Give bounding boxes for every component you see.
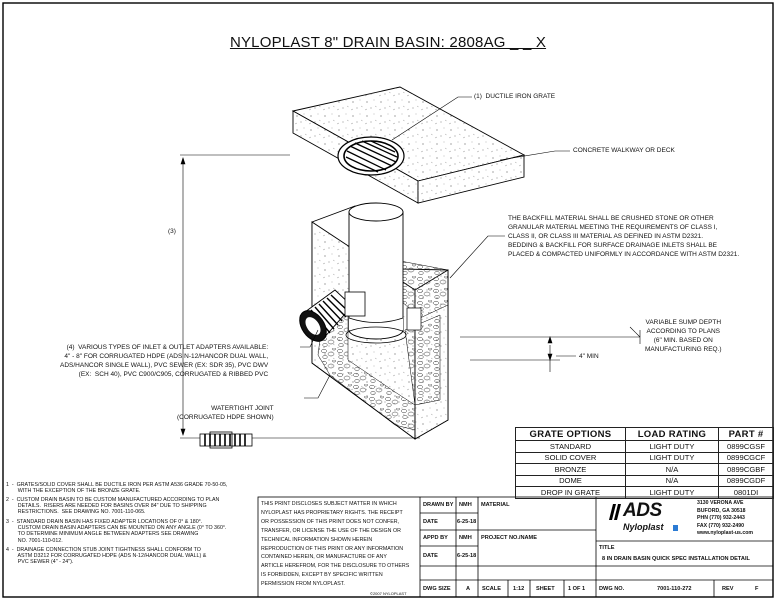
ads-wordmark: ADS [623, 500, 662, 521]
cell-part: 0899CGBF [718, 463, 774, 476]
project-label: PROJECT NO./NAME [481, 535, 537, 541]
rev-label: REV [722, 586, 734, 592]
drawn-by-value: NMH [459, 502, 472, 508]
title-value: 8 IN DRAIN BASIN QUICK SPEC INSTALLATION… [602, 556, 750, 562]
callout-concrete: CONCRETE WALKWAY OR DECK [573, 147, 675, 154]
table-row: BRONZE N/A 0899CGBF [515, 463, 774, 476]
appd-by-value: NMH [459, 535, 472, 541]
ads-logo-icon [609, 504, 621, 520]
cell-option: DROP IN GRATE [515, 486, 626, 499]
appd-by-label: APPD BY [423, 535, 448, 541]
cell-load: N/A [624, 463, 720, 476]
date-label-1: DATE [423, 519, 438, 525]
cell-load: LIGHT DUTY [624, 486, 720, 499]
dwg-size-label: DWG SIZE [423, 586, 451, 592]
drawing-title-text: NYLOPLAST 8" DRAIN BASIN: 2808AG _ _ X [229, 34, 547, 51]
cell-load: LIGHT DUTY [624, 440, 720, 453]
table-row: STANDARD LIGHT DUTY 0899CGSF [515, 440, 774, 453]
table-row: DOME N/A 0899CGDF [515, 474, 774, 487]
dwg-size-value: A [466, 586, 471, 592]
callout-4in-min: 4" MIN [579, 353, 599, 360]
date-label-2: DATE [423, 553, 438, 559]
title-label: TITLE [599, 545, 615, 551]
cell-load: LIGHT DUTY [624, 451, 720, 464]
cell-option: SOLID COVER [515, 451, 626, 464]
sheet-value: 1 OF 1 [568, 586, 586, 592]
callout-adapters: (4) VARIOUS TYPES OF INLET & OUTLET ADAP… [60, 344, 269, 378]
nyloplast-wordmark: Nyloplast [623, 522, 664, 532]
drawn-by-label: DRAWN BY [423, 502, 454, 508]
callout-grate: (1) DUCTILE IRON GRATE [474, 93, 556, 100]
ductile-iron-grate [337, 136, 405, 176]
cell-part: 0899CGSF [718, 440, 774, 453]
copyright: ©2007 NYLOPLAST [370, 591, 407, 596]
header-load-rating: LOAD RATING [624, 427, 720, 441]
note-4: 4 - DRAINAGE CONNECTION STUB JOINT TIGHT… [6, 547, 207, 566]
concrete-slab [291, 86, 526, 204]
callout-backfill: THE BACKFILL MATERIAL SHALL BE CRUSHED S… [508, 215, 740, 258]
material-label: MATERIAL [481, 502, 510, 508]
callout-watertight-joint: WATERTIGHT JOINT (CORRUGATED HDPE SHOWN) [177, 405, 274, 421]
table-header-row: GRATE OPTIONS LOAD RATING PART # [515, 427, 774, 441]
table-row: SOLID COVER LIGHT DUTY 0899CGCF [515, 451, 774, 464]
watertight-joint-detail [199, 431, 253, 449]
inlet-adapter [299, 289, 366, 342]
drawing-title: NYLOPLAST 8" DRAIN BASIN: 2808AG _ _ X [0, 34, 776, 51]
dwg-no-value: 7001-110-272 [657, 586, 692, 592]
callout-sump-depth: VARIABLE SUMP DEPTH ACCORDING TO PLANS (… [645, 319, 722, 353]
sheet-label: SHEET [536, 586, 555, 592]
scale-value: 1:12 [513, 586, 525, 592]
nyloplast-mark-icon [673, 525, 678, 531]
cell-option: DOME [515, 474, 626, 487]
cell-option: STANDARD [515, 440, 626, 453]
date-value-2: 6-25-18 [457, 553, 477, 559]
cell-part: 0899CGCF [718, 451, 774, 464]
sump-dimension [460, 326, 641, 372]
header-part-number: PART # [718, 427, 774, 441]
date-value-1: 6-25-18 [457, 519, 477, 525]
note-1: 1 - GRATES/SOLID COVER SHALL BE DUCTILE … [6, 482, 228, 495]
table-row: DROP IN GRATE LIGHT DUTY 0801DI [515, 486, 774, 499]
leader-lines [300, 96, 570, 399]
scale-label: SCALE [482, 586, 501, 592]
note-3: 3 - STANDARD DRAIN BASIN HAS FIXED ADAPT… [6, 519, 227, 544]
note-2: 2 - CUSTOM DRAIN BASIN TO BE CUSTOM MANU… [6, 497, 220, 516]
grate-options-table: GRATE OPTIONS LOAD RATING PART # STANDAR… [515, 427, 774, 499]
company-address: 3130 VERONA AVE BUFORD, GA 30518 PHN (77… [697, 500, 754, 537]
cell-part: 0899CGDF [718, 474, 774, 487]
cell-option: BRONZE [515, 463, 626, 476]
dwg-no-label: DWG NO. [599, 586, 625, 592]
cell-part: 0801DI [718, 486, 774, 499]
proprietary-disclaimer: THIS PRINT DISCLOSES SUBJECT MATTER IN W… [261, 501, 410, 588]
cell-load: N/A [624, 474, 720, 487]
dimension-label-3: (3) [168, 228, 176, 235]
header-grate-options: GRATE OPTIONS [515, 427, 626, 441]
rev-value: F [755, 586, 759, 592]
ads-nyloplast-logo: ADS Nyloplast [603, 500, 693, 538]
